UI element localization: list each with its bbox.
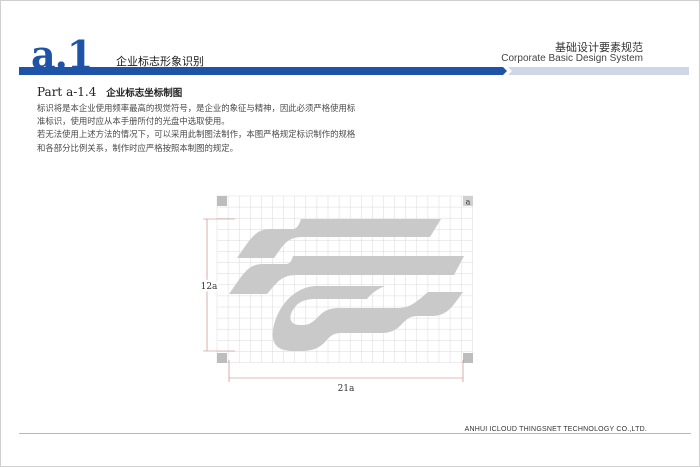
height-label: 12a [201, 282, 218, 292]
logo-construction-diagram: a 12a 21a [201, 195, 473, 394]
corner-marker [217, 196, 227, 206]
part-subheading: 企业标志坐标制图 [106, 88, 183, 99]
body-line: 准标识，使用时应从本手册所付的光盘中选取使用。 [37, 116, 230, 127]
section-title: 企业标志形象识别 [116, 56, 204, 68]
body-line: 和各部分比例关系，制作时应严格按照本制图的规定。 [37, 142, 238, 153]
part-number: Part a-1.4 [37, 85, 97, 99]
corner-marker [217, 353, 227, 363]
unit-label: a [466, 198, 471, 207]
company-logo [229, 219, 464, 351]
document-title-chinese: 基础设计要素规范 [555, 42, 643, 54]
document-title-english: Corporate Basic Design System [501, 53, 643, 64]
body-text: 标识将是本企业使用频率最高的视觉符号，是企业的象征与精神，因此必须严格使用标 准… [37, 102, 387, 155]
unit-box [463, 196, 473, 206]
footer-company-name: ANHUI ICLOUD THINGSNET TECHNOLOGY CO.,LT… [464, 426, 647, 433]
dimension-lines [203, 218, 464, 382]
part-heading: Part a-1.4 企业标志坐标制图 [37, 85, 182, 99]
body-line: 标识将是本企业使用频率最高的视觉符号，是企业的象征与精神，因此必须严格使用标 [37, 103, 356, 113]
body-line: 若无法使用上述方法的情况下，可以采用此制图法制作，本图严格规定标识制作的规格 [37, 129, 356, 140]
header-bar [19, 67, 689, 75]
footer-line [19, 433, 691, 434]
width-label: 21a [338, 384, 355, 394]
corner-marker [463, 353, 473, 363]
